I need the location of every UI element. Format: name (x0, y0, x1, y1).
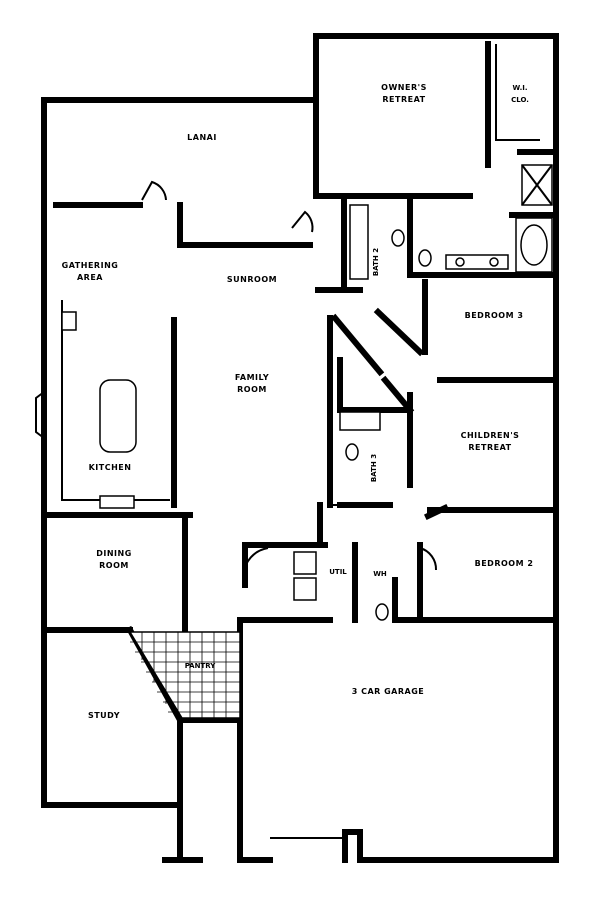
dining-room-label: DINING (96, 549, 132, 558)
utility-label: UTIL (329, 568, 347, 576)
family-room-label-2: ROOM (237, 385, 267, 394)
study-label: STUDY (88, 711, 120, 720)
garage-label: 3 CAR GARAGE (352, 687, 425, 696)
pantry-label: PANTRY (185, 662, 217, 670)
wh-label: WH (373, 570, 387, 578)
bath-3-label: BATH 3 (370, 454, 378, 482)
fixtures (35, 164, 553, 621)
family-room-label: FAMILY (235, 373, 269, 382)
bedroom-3-label: BEDROOM 3 (465, 311, 524, 320)
dining-room-label-2: ROOM (99, 561, 129, 570)
lanai-label: LANAI (187, 133, 217, 142)
garage-doors (270, 829, 363, 863)
room-labels: OWNER'S RETREAT W.I. CLO. LANAI GATHERIN… (62, 83, 534, 720)
owners-retreat-label-2: RETREAT (382, 95, 425, 104)
childrens-retreat-label-2: RETREAT (468, 443, 511, 452)
pantry-tile-floor (128, 631, 241, 719)
exterior-walls (41, 33, 559, 863)
sunroom-label: SUNROOM (227, 275, 277, 284)
wic-label: W.I. (512, 84, 527, 92)
owners-retreat-label: OWNER'S (381, 83, 427, 92)
interior-walls (41, 41, 559, 808)
gathering-area-label: GATHERING (62, 261, 119, 270)
childrens-retreat-label: CHILDREN'S (461, 431, 520, 440)
kitchen-label: KITCHEN (89, 463, 132, 472)
bedroom-2-label: BEDROOM 2 (475, 559, 534, 568)
wic-label-2: CLO. (511, 96, 529, 104)
door-swings (141, 180, 438, 586)
gathering-area-label-2: AREA (77, 273, 103, 282)
bath-2-label: BATH 2 (372, 248, 380, 276)
